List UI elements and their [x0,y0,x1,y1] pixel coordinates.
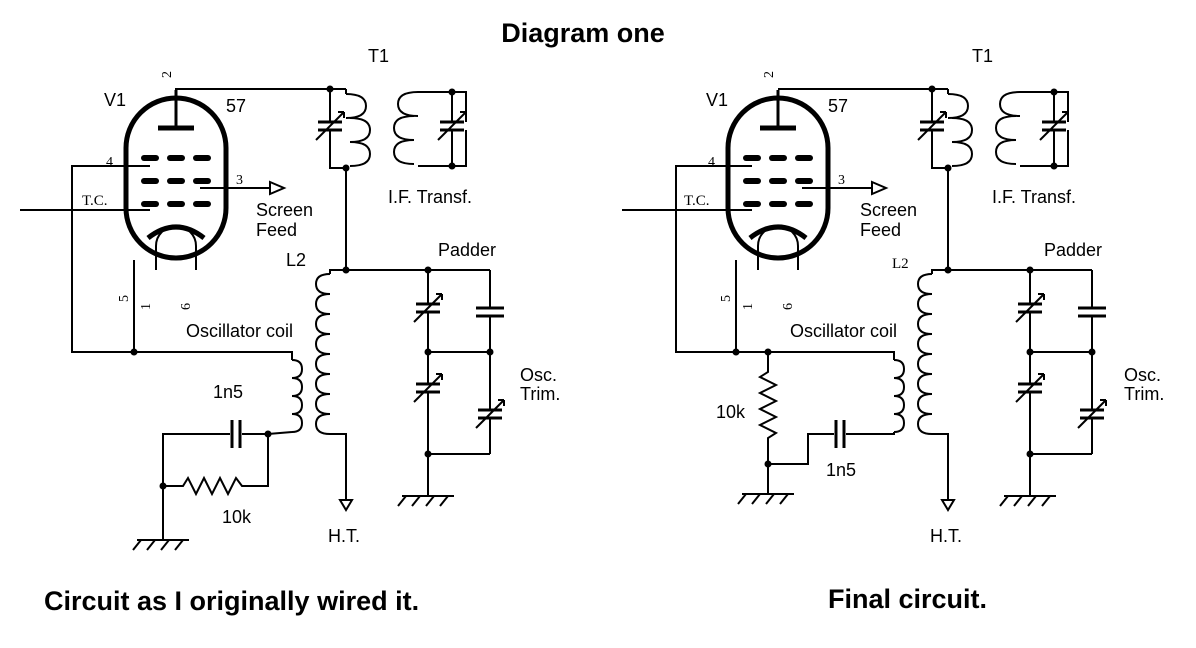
tube-type-label: 57 [828,96,848,116]
ht-label: H.T. [328,526,360,546]
trim-label: Trim. [1124,384,1164,404]
l2-label: L2 [892,256,909,272]
pin-3-label: 3 [838,173,845,188]
padder-label: Padder [438,240,496,260]
pin-4-label: 4 [708,155,715,170]
transformer-label: T1 [972,46,993,66]
screen-label: Screen [256,200,313,220]
tc-label: T.C. [82,193,108,209]
pin-6-label: 6 [781,303,796,310]
caption-right: Final circuit. [828,584,987,614]
vacuum-tube-symbol [728,90,828,270]
pin-6-label: 6 [179,303,194,310]
resistor-label: 10k [716,402,746,422]
capacitor-label: 1n5 [826,460,856,480]
osc-coil-label: Oscillator coil [186,321,293,341]
feed-label: Feed [860,220,901,240]
transformer-label: T1 [368,46,389,66]
pin-5-label: 5 [719,295,734,302]
if-transf-label: I.F. Transf. [388,187,472,207]
osc-label: Osc. [1124,365,1161,385]
ht-label: H.T. [930,526,962,546]
padder-label: Padder [1044,240,1102,260]
vacuum-tube-symbol [126,90,226,270]
pin-1-label: 1 [741,303,756,310]
right-circuit [622,85,1108,512]
pin-3-label: 3 [236,173,243,188]
pin-2-label: 2 [762,71,777,78]
pin-2-label: 2 [160,71,175,78]
tc-label: T.C. [684,193,710,209]
pin-1-label: 1 [139,303,154,310]
left-circuit [20,85,506,551]
pin-5-label: 5 [117,295,132,302]
if-transf-label: I.F. Transf. [992,187,1076,207]
resistor-label: 10k [222,507,252,527]
trim-label: Trim. [520,384,560,404]
feed-label: Feed [256,220,297,240]
l2-label: L2 [286,250,306,270]
tube-type-label: 57 [226,96,246,116]
capacitor-label: 1n5 [213,382,243,402]
tube-label: V1 [706,90,728,110]
screen-label: Screen [860,200,917,220]
pin-4-label: 4 [106,155,113,170]
tube-label: V1 [104,90,126,110]
osc-coil-label: Oscillator coil [790,321,897,341]
caption-left: Circuit as I originally wired it. [44,586,419,616]
diagram-title: Diagram one [501,18,665,48]
osc-label: Osc. [520,365,557,385]
